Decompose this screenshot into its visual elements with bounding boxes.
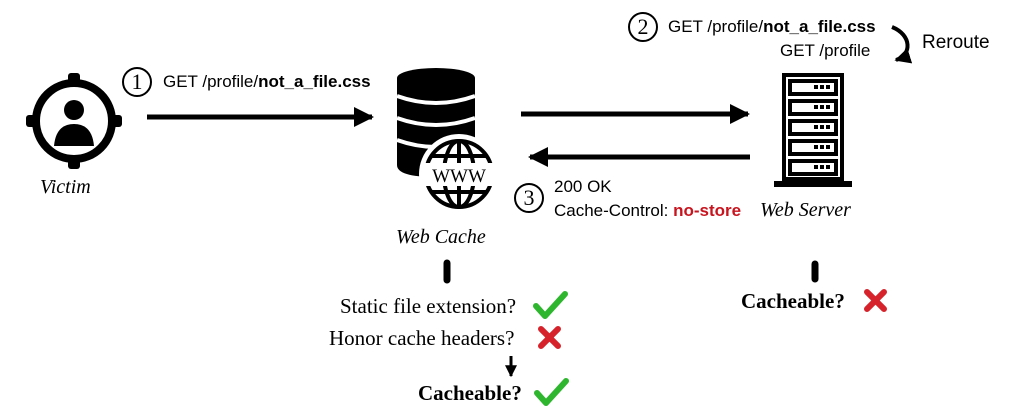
check-icon-cache-cacheable (534, 378, 569, 406)
reroute-arrow (891, 25, 913, 64)
static-ext-question: Static file extension? (340, 294, 517, 318)
step-1-path: GET /profile/ (163, 72, 259, 91)
step-3-header: Cache-Control: no-store (554, 202, 741, 219)
cross-icon-server-cacheable (864, 289, 887, 312)
cross-icon-honor-headers (538, 326, 561, 349)
step-3-badge: 3 (514, 183, 544, 213)
web-server-label: Web Server (760, 199, 851, 221)
web-cache-label: Web Cache (396, 226, 486, 248)
step-2-rewritten: GET /profile (780, 41, 871, 60)
server-rack-icon (774, 73, 852, 187)
step-2-path: GET /profile/ (668, 17, 764, 36)
step-3-header-value: no-store (673, 201, 742, 220)
globe-icon: WWW (419, 134, 499, 214)
victim-label: Victim (40, 176, 91, 198)
check-icon-static-ext (533, 291, 568, 319)
step-2-request: GET /profile/not_a_file.css (668, 18, 876, 35)
database-icon (396, 68, 476, 177)
reroute-label: Reroute (922, 32, 990, 53)
step-2-badge: 2 (628, 12, 658, 42)
cache-cacheable-result: Cacheable? (418, 381, 522, 405)
step-1-badge: 1 (122, 67, 152, 97)
step-2-file: not_a_file.css (763, 17, 876, 36)
server-cacheable-result: Cacheable? (741, 289, 845, 313)
step-3-header-name: Cache-Control: (554, 201, 674, 220)
step-1-request: GET /profile/not_a_file.css (163, 73, 371, 90)
honor-headers-question: Honor cache headers? (329, 326, 515, 350)
step-1-file: not_a_file.css (258, 72, 371, 91)
globe-www-text: WWW (432, 166, 486, 187)
step-3-status: 200 OK (554, 177, 612, 196)
victim-crosshair-user-icon (26, 73, 122, 169)
